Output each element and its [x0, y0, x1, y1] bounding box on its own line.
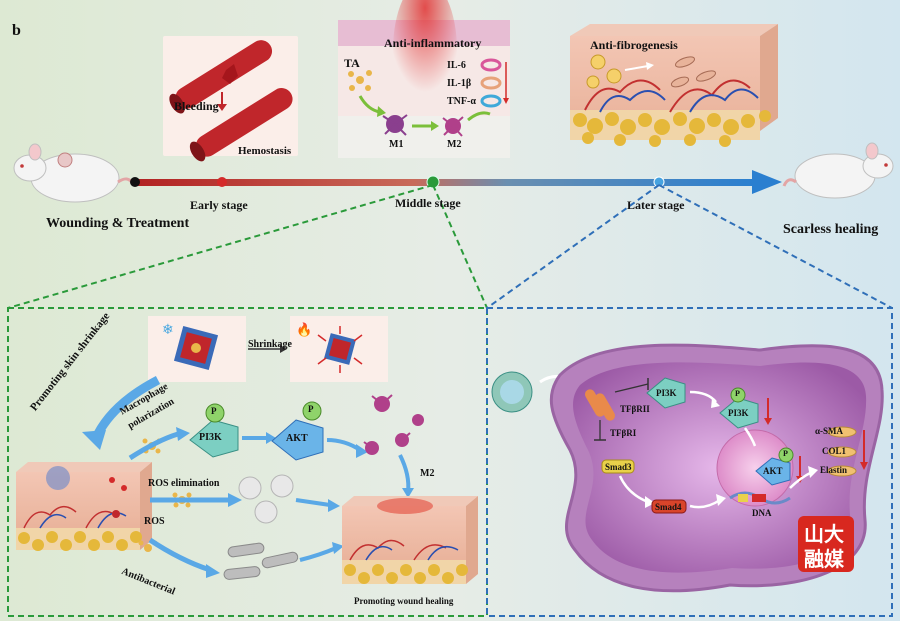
il6-ring-icon — [480, 58, 502, 72]
shrinkage-label: Shrinkage — [248, 339, 292, 350]
panel-label: b — [12, 22, 21, 39]
smad3-label: Smad3 — [605, 462, 632, 472]
tnfa-label: TNF-α — [447, 96, 476, 107]
tgfbr2-label: TFβRII — [620, 404, 650, 414]
il1b-label: IL-1β — [447, 78, 472, 89]
middle-stage-illustration — [338, 0, 510, 158]
pi3k-p-node — [719, 397, 759, 429]
watermark-line2: 融媒 — [804, 547, 844, 571]
p-label-left-2: P — [308, 404, 314, 414]
early-stage-label: Early stage — [190, 198, 248, 212]
promoting-wound-healing-label: Promoting wound healing — [354, 596, 454, 606]
akt-label-right: AKT — [763, 466, 783, 476]
arrow-down-icon — [217, 104, 227, 111]
pi3k-label-left: PI3K — [199, 432, 222, 443]
watermark-logo — [798, 516, 854, 572]
anti-inflammatory-title: Anti-inflammatory — [384, 36, 482, 50]
dna-icon — [729, 491, 791, 505]
mouse-right-icon — [782, 142, 894, 199]
tgfb-receptor-icon — [585, 389, 615, 421]
m1-macrophage-icon — [382, 114, 408, 136]
col1-label: COL1 — [822, 446, 847, 456]
m1-label: M1 — [389, 139, 404, 150]
blue-dash-connector-right — [658, 184, 893, 309]
p-label-right-2: P — [783, 449, 788, 458]
tnfa-ring-icon — [480, 94, 502, 108]
middle-stage-label: Middle stage — [395, 196, 461, 210]
scarless-healing-label: Scarless healing — [783, 222, 879, 237]
bleeding-label: Bleeding — [174, 99, 219, 113]
right-panel-frame — [486, 307, 893, 617]
timeline-start-dot — [130, 177, 140, 187]
ta-label: TA — [344, 56, 360, 70]
fire-icon: 🔥 — [296, 322, 312, 337]
p-label-left-1: P — [211, 406, 217, 416]
decrease-arrow-icon-4 — [860, 462, 868, 470]
green-dash-connector-right — [432, 184, 488, 309]
pi3k-label-right: PI3K — [656, 388, 677, 398]
phospho-p-icon — [205, 403, 225, 423]
bacteria-icon — [223, 542, 299, 580]
snowflake-icon: ❄ — [162, 323, 174, 338]
smad4-node — [651, 499, 687, 514]
smad4-label: Smad4 — [655, 502, 682, 512]
ros-spheres-icon — [238, 474, 294, 524]
pi3k-node-right — [646, 377, 686, 409]
decrease-arrow-icon-2 — [764, 418, 772, 425]
pi3k-p-label-right: PI3K — [728, 408, 749, 418]
m2-label-left: M2 — [420, 468, 435, 479]
mouse-left-icon — [13, 143, 135, 203]
later-stage-skin-block — [570, 24, 778, 147]
m2-macrophage-icon — [442, 116, 464, 137]
akt-node — [271, 419, 324, 461]
output-protein-icons — [827, 426, 857, 477]
timeline-arrow-icon — [752, 170, 782, 194]
later-stage-label: Later stage — [627, 198, 685, 212]
smad3-node — [601, 459, 635, 474]
hydrogel-cube-icon — [173, 325, 219, 371]
blue-dash-connector-left — [486, 184, 660, 309]
watermark-line1: 山大 — [804, 522, 844, 546]
asma-label: α-SMA — [815, 426, 844, 436]
early-stage-dot — [217, 177, 227, 187]
later-stage-dot — [653, 176, 665, 188]
elastin-label: Elastin — [820, 465, 848, 475]
m2-label: M2 — [447, 139, 462, 150]
ros-label: ROS — [144, 516, 165, 527]
early-stage-illustration — [163, 36, 298, 162]
dna-label: DNA — [752, 508, 772, 518]
ta-molecule-icon — [348, 70, 372, 91]
phospho-p-icon-2 — [302, 401, 322, 421]
pi3k-node — [189, 419, 239, 458]
p-label-right-1: P — [735, 389, 740, 398]
wounding-treatment-label: Wounding & Treatment — [46, 216, 190, 231]
il1b-ring-icon — [480, 76, 502, 90]
shrink-arrow-icon — [280, 345, 287, 353]
bleeding-icon — [222, 64, 238, 84]
ros-dot-icon — [112, 510, 120, 518]
shrunk-cube-icon — [324, 333, 356, 365]
green-dash-connector-left — [7, 184, 434, 309]
il6-label: IL-6 — [447, 60, 466, 71]
nucleus — [716, 429, 794, 507]
left-panel-illustration: ❄ 🔥 — [16, 316, 478, 584]
akt-label-left: AKT — [286, 433, 308, 444]
tgfbr1-label: TFβRI — [610, 428, 637, 438]
hemostasis-label: Hemostasis — [238, 145, 292, 157]
ros-elimination-label: ROS elimination — [148, 478, 220, 489]
decrease-arrow-icon — [503, 98, 509, 104]
anti-fibrogenesis-title: Anti-fibrogenesis — [590, 38, 678, 52]
